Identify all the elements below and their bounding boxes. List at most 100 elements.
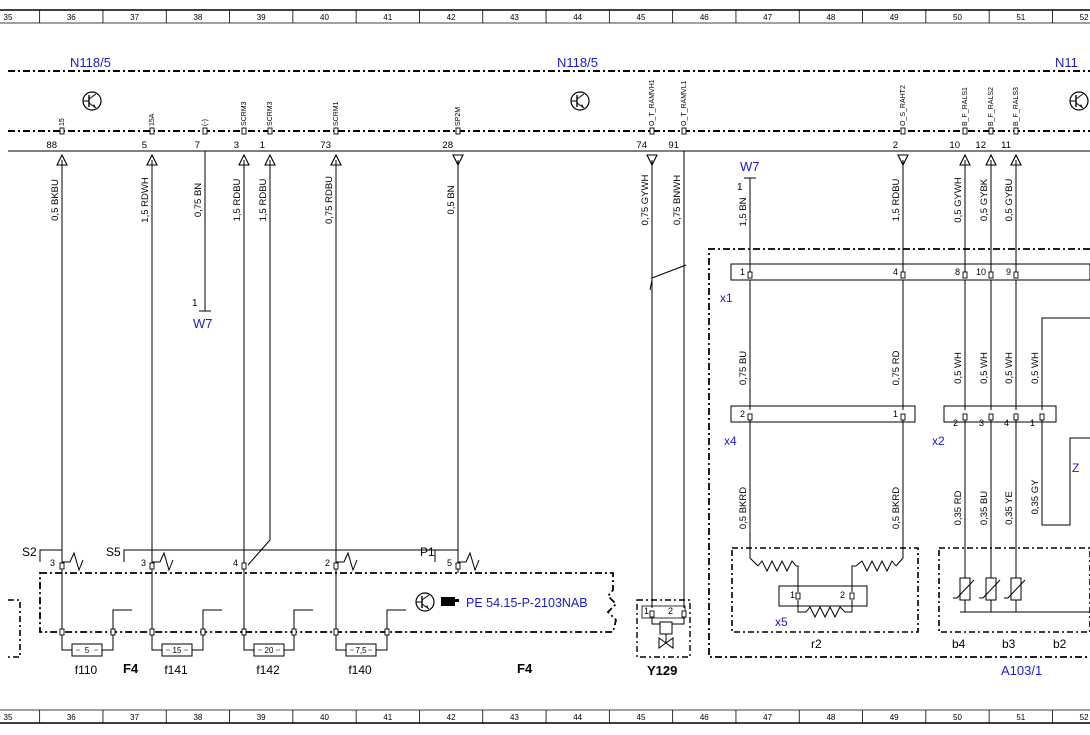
w7-label: W7: [740, 159, 760, 174]
pin-contact: [333, 628, 339, 636]
fuse-box-f4: F4 F4 S2 S5 P1 3 3 4 2 5: [8, 545, 618, 677]
signal-name: (-): [202, 119, 209, 126]
fuse-value: 20: [265, 646, 274, 655]
ruler-label: 42: [447, 713, 456, 722]
pin-contact: [900, 271, 906, 279]
ruler-label: 40: [320, 13, 329, 22]
switch-pin-label: 4: [233, 558, 238, 568]
ruler-label: 46: [700, 13, 709, 22]
x2-label: x2: [932, 434, 945, 448]
pin-number: 91: [668, 140, 679, 151]
wire-label: 0,5 BKBU: [50, 179, 61, 221]
fuse-label: f110: [75, 663, 98, 677]
f4-label: F4: [517, 661, 533, 676]
ruler-label: 36: [67, 713, 76, 722]
signal-name: B_F_RALS3: [1013, 87, 1020, 126]
pin-number: 28: [442, 140, 453, 151]
wires: [61, 160, 1090, 608]
pin-contact: [962, 127, 968, 135]
signal-name: 15: [59, 118, 66, 126]
signal-name: O_S_RAHT2: [900, 85, 907, 126]
wire-label: 0,35 BU: [979, 491, 990, 525]
pin-number: 5: [142, 140, 147, 151]
ruler-label: 35: [4, 13, 13, 22]
pin-contact: [747, 271, 753, 279]
wire-label: 0,5 WH: [1030, 352, 1041, 384]
wire-label: 0,75 BN: [193, 183, 204, 217]
switch-pin-label: 3: [50, 558, 55, 568]
reference-link[interactable]: PE 54.15-P-2103NAB: [466, 596, 588, 610]
sensors-b: b4 b3 b2: [938, 547, 1090, 651]
ruler-label: 37: [130, 713, 139, 722]
ruler-label: 43: [510, 713, 519, 722]
pin-contact: [455, 127, 461, 135]
wire-label: 0,35 RD: [953, 490, 964, 525]
n118-label-left: N118/5: [70, 55, 111, 70]
pin-number: 11: [1001, 140, 1011, 151]
y129-label: Y129: [647, 663, 677, 678]
wire-label: 0,5 WH: [979, 352, 990, 384]
wire-label: 0,5 WH: [953, 352, 964, 384]
fuse-value: 15: [173, 646, 182, 655]
valve-y129: 1 2 Y129: [636, 599, 691, 678]
pin-number: 1: [260, 140, 265, 151]
ruler-label: 39: [257, 713, 266, 722]
ruler-label: 35: [4, 713, 13, 722]
pin-number: 88: [46, 140, 57, 151]
ruler-label: 48: [826, 13, 835, 22]
transistor-icon: [415, 592, 435, 612]
wire-label: 0,5 GYBU: [1004, 178, 1015, 221]
wire-label: 1,5 RDBU: [232, 178, 243, 221]
pin-contact: [1039, 413, 1045, 421]
ruler-label: 37: [130, 13, 139, 22]
signal-name: O_T_RAMVL1: [681, 80, 688, 126]
reference-hand-icon: [441, 597, 459, 606]
x1-pin-label: 10: [976, 267, 986, 277]
pin-number: 73: [320, 140, 331, 151]
pin-contact: [1013, 127, 1019, 135]
pin-number: 12: [975, 140, 986, 151]
ruler-label: 44: [573, 13, 582, 22]
a103-1-unit: A103/1: [708, 248, 1090, 678]
f4-label: F4: [123, 661, 139, 676]
fuse-value: 7,5: [355, 646, 367, 655]
transistor-icon: [1069, 91, 1089, 111]
wire-label: 0,5 WH: [1004, 352, 1015, 384]
b4-label: b4: [952, 637, 966, 651]
fuse-label: f140: [348, 663, 372, 677]
wire-label: 1,5 BN: [738, 197, 749, 226]
resistor-r2: 1 2 x5 r2: [731, 547, 919, 651]
transistor-icon: [82, 91, 102, 111]
fuse-label: f141: [164, 663, 188, 677]
pin-contact: [291, 628, 297, 636]
wire-label: 1,5 RDWH: [140, 177, 151, 223]
x2-pin-label: 4: [1004, 418, 1009, 428]
wire-label: 0,75 GYWH: [640, 175, 651, 226]
ruler-label: 50: [953, 713, 962, 722]
pin-contact: [681, 127, 687, 135]
ruler-label: 41: [383, 713, 392, 722]
ruler-label: 40: [320, 713, 329, 722]
wire-label: 0,35 GY: [1030, 479, 1041, 515]
n118-label-cut: N11: [1055, 55, 1078, 70]
ruler-label: 39: [257, 13, 266, 22]
switch-pin-label: 2: [325, 558, 330, 568]
x1-pin-label: 9: [1006, 267, 1011, 277]
pin-contact: [110, 628, 116, 636]
pin-contact: [988, 127, 994, 135]
wire-label: 0,75 BU: [738, 351, 749, 385]
x1-label: x1: [720, 291, 733, 305]
w7-label: W7: [193, 316, 213, 331]
x1-pin-label: 1: [740, 267, 745, 277]
y129-pin-label: 2: [668, 606, 673, 616]
x4-label: x4: [724, 434, 737, 448]
ruler-label: 44: [573, 713, 582, 722]
pin-contact: [988, 271, 994, 279]
signal-name: SP2M: [455, 107, 462, 126]
x1-pin-label: 4: [893, 267, 898, 277]
ruler-label: 50: [953, 13, 962, 22]
